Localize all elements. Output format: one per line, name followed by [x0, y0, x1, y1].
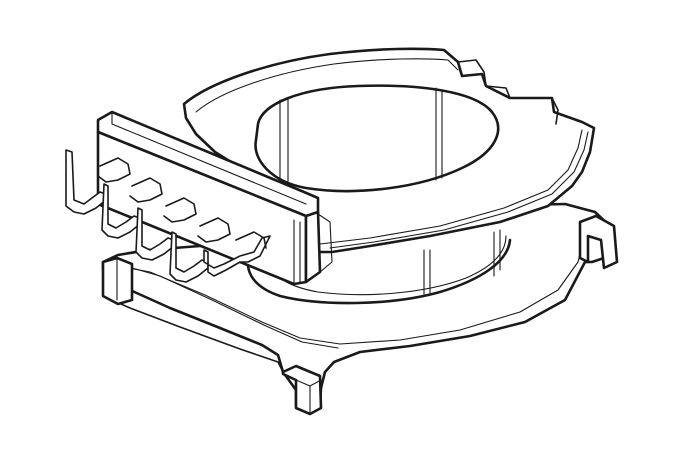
upper-flange-oval-opening — [254, 84, 500, 193]
upper-flange-notch — [457, 59, 487, 87]
pin-block-side — [304, 210, 322, 284]
pin-block — [96, 110, 333, 286]
pin-block-top-edge — [111, 111, 307, 205]
pin-block-front-face — [96, 130, 308, 286]
bottom-flange-rim-inner — [131, 267, 339, 349]
upper-flange-front-bevel-2 — [329, 131, 589, 249]
tube-left-wall — [246, 238, 512, 305]
upper-flange-front-bevel — [319, 129, 583, 245]
upper-flange-bevel — [195, 58, 459, 113]
bottom-flange-rim — [117, 237, 585, 345]
bottom-flange-right-lug — [578, 214, 619, 270]
terminal-pins — [65, 149, 271, 283]
bottom-flange-front-foot — [281, 364, 323, 416]
upper-flange — [182, 47, 596, 254]
